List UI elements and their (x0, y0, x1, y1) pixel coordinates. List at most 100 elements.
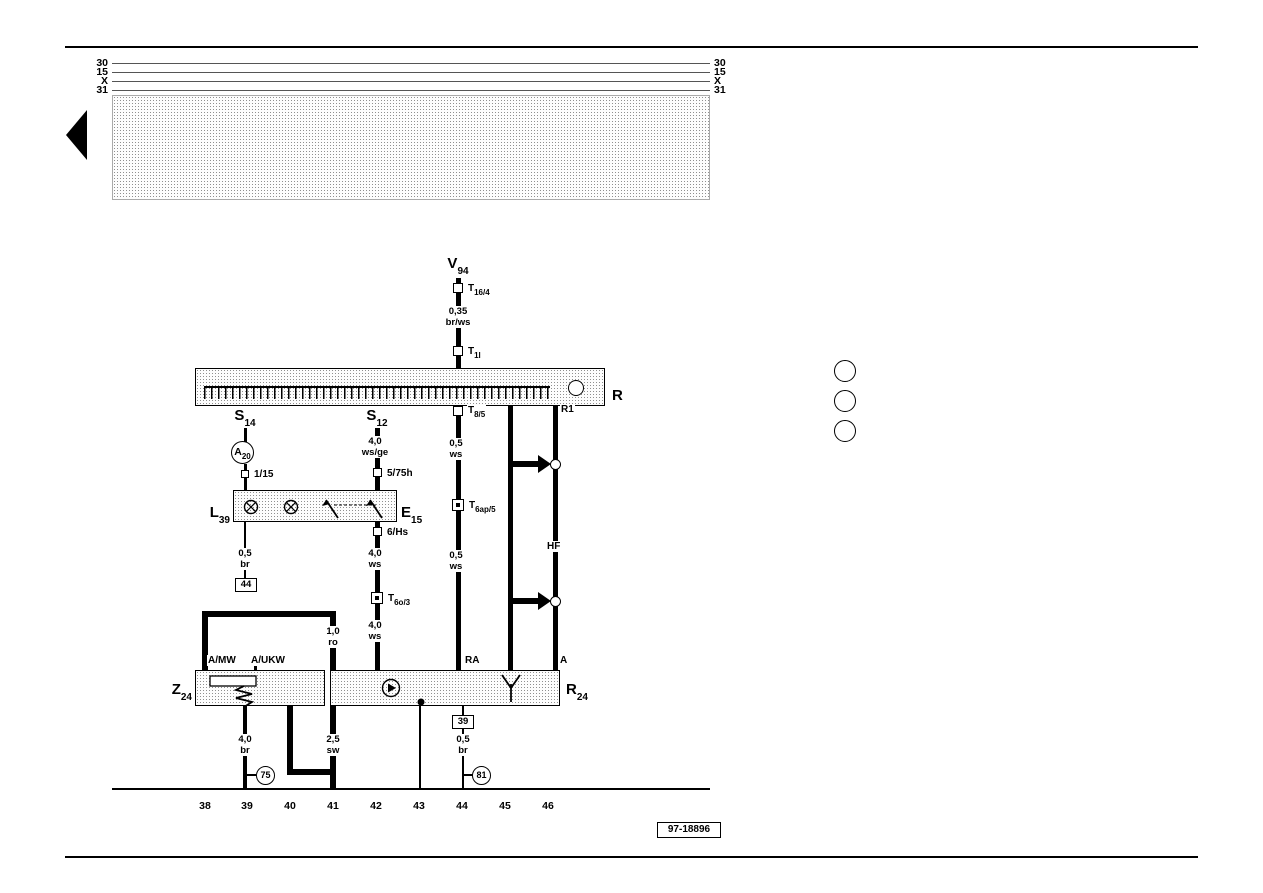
connector-label-t6o-3: T6o/3 (387, 593, 412, 607)
bus-label: X (714, 75, 722, 87)
connector-t1l-icon (453, 346, 463, 356)
component-ref-r: R (612, 387, 623, 404)
connector-label-t6ap-5: T6ap/5 (468, 500, 497, 514)
component-ref-z24: Z24 (171, 681, 192, 703)
track-number: 42 (370, 800, 382, 812)
bus-label: X (100, 75, 108, 87)
shield-contact-icon (549, 596, 561, 607)
component-box-r24 (330, 670, 560, 706)
wire-sw-branch (287, 769, 336, 775)
top-rule (65, 46, 1198, 48)
track-number: 43 (413, 800, 425, 812)
wire-ground-39 (462, 706, 464, 716)
terminal-1-15-icon (241, 470, 249, 478)
pin-label-a-ukw: A/UKW (250, 655, 286, 666)
pin-label-ra: RA (464, 655, 481, 666)
pin-stub-a-ukw (253, 664, 257, 670)
ground-point-44: 44 (235, 578, 257, 592)
connector-label-r1: R1 (560, 404, 575, 415)
component-box-radio-r (195, 368, 605, 406)
antenna-element-icon (209, 675, 257, 707)
track-number: 44 (456, 800, 468, 812)
reference-circle (834, 390, 856, 412)
bus-label: 15 (714, 66, 726, 78)
ground-tick (247, 774, 256, 776)
pin-label-a-mw: A/MW (207, 655, 237, 666)
component-ref-v94: V94 (447, 255, 469, 277)
component-ref-e15: E15 (401, 504, 423, 526)
track-number: 41 (327, 800, 339, 812)
track-number: 40 (284, 800, 296, 812)
wire-05br (462, 729, 464, 790)
bus-line-15 (112, 72, 710, 73)
ground-connection-81: 81 (472, 766, 491, 785)
shield-arrow-icon (538, 455, 551, 473)
bus-line-30 (112, 63, 710, 64)
terminal-6-hs-icon (372, 527, 382, 536)
switch-symbols-icon (243, 499, 383, 519)
wire-antenna-shield (507, 406, 513, 670)
terminal-label-6-hs: 6/Hs (386, 527, 410, 538)
connector-t6o-3-icon (371, 592, 383, 604)
connector-label-t8-5: T8/5 (467, 405, 487, 419)
wire-s14 (243, 428, 247, 442)
ground-connection-75: 75 (256, 766, 275, 785)
component-ref-r24: R24 (566, 681, 588, 703)
bus-label: 30 (714, 57, 726, 69)
wire-antenna-hf (552, 406, 558, 670)
component-box-z24 (195, 670, 325, 707)
ground-tick (464, 774, 473, 776)
component-ref-l39: L39 (209, 504, 230, 526)
cable-label-hf: HF (546, 541, 562, 552)
component-box-switch-e15-l39 (233, 490, 397, 522)
reference-circle (834, 420, 856, 442)
fuse-ref-s14: S14 (234, 407, 256, 429)
terminal-label-1-15: 1/15 (253, 469, 275, 480)
bottom-rule (65, 856, 1198, 858)
wire-ro-horizontal (202, 611, 336, 617)
bus-continuation-area (112, 95, 710, 200)
amplifier-antenna-icon (381, 674, 521, 706)
bus-label: 30 (96, 57, 108, 69)
bus-label: 31 (96, 84, 108, 96)
wire-t8-5 (455, 406, 461, 670)
wire-sw-branch (287, 706, 293, 772)
shield-arrow-icon (538, 592, 551, 610)
bus-line-31 (112, 90, 710, 91)
bus-line-x (112, 81, 710, 82)
bus-label: 31 (714, 84, 726, 96)
harness-connection-a20: A20 (231, 441, 254, 464)
connector-label-t16-4: T16/4 (467, 283, 491, 297)
page-back-arrow-icon (66, 110, 87, 160)
bus-label: 15 (96, 66, 108, 78)
antenna-socket-icon (568, 380, 584, 396)
wire-track-43 (419, 705, 421, 790)
wire-s12 (374, 428, 380, 490)
connector-label-t1l: T1l (467, 346, 482, 360)
fuse-ref-s12: S12 (366, 407, 388, 429)
diagram-number: 97-18896 (657, 822, 721, 838)
shield-arrow-bar (512, 461, 538, 467)
ground-point-39: 39 (452, 715, 474, 729)
track-number: 46 (542, 800, 554, 812)
shield-contact-icon (549, 459, 561, 470)
connector-t16-4-icon (453, 283, 463, 293)
track-number: 39 (241, 800, 253, 812)
track-number: 45 (499, 800, 511, 812)
terminal-label-5-75h: 5/75h (386, 468, 414, 479)
wire-ro-left-leg (202, 611, 208, 670)
connector-t8-5-icon (453, 406, 463, 416)
connector-t6ap-5-icon (452, 499, 464, 511)
multipin-connector-strip-icon (204, 386, 550, 399)
